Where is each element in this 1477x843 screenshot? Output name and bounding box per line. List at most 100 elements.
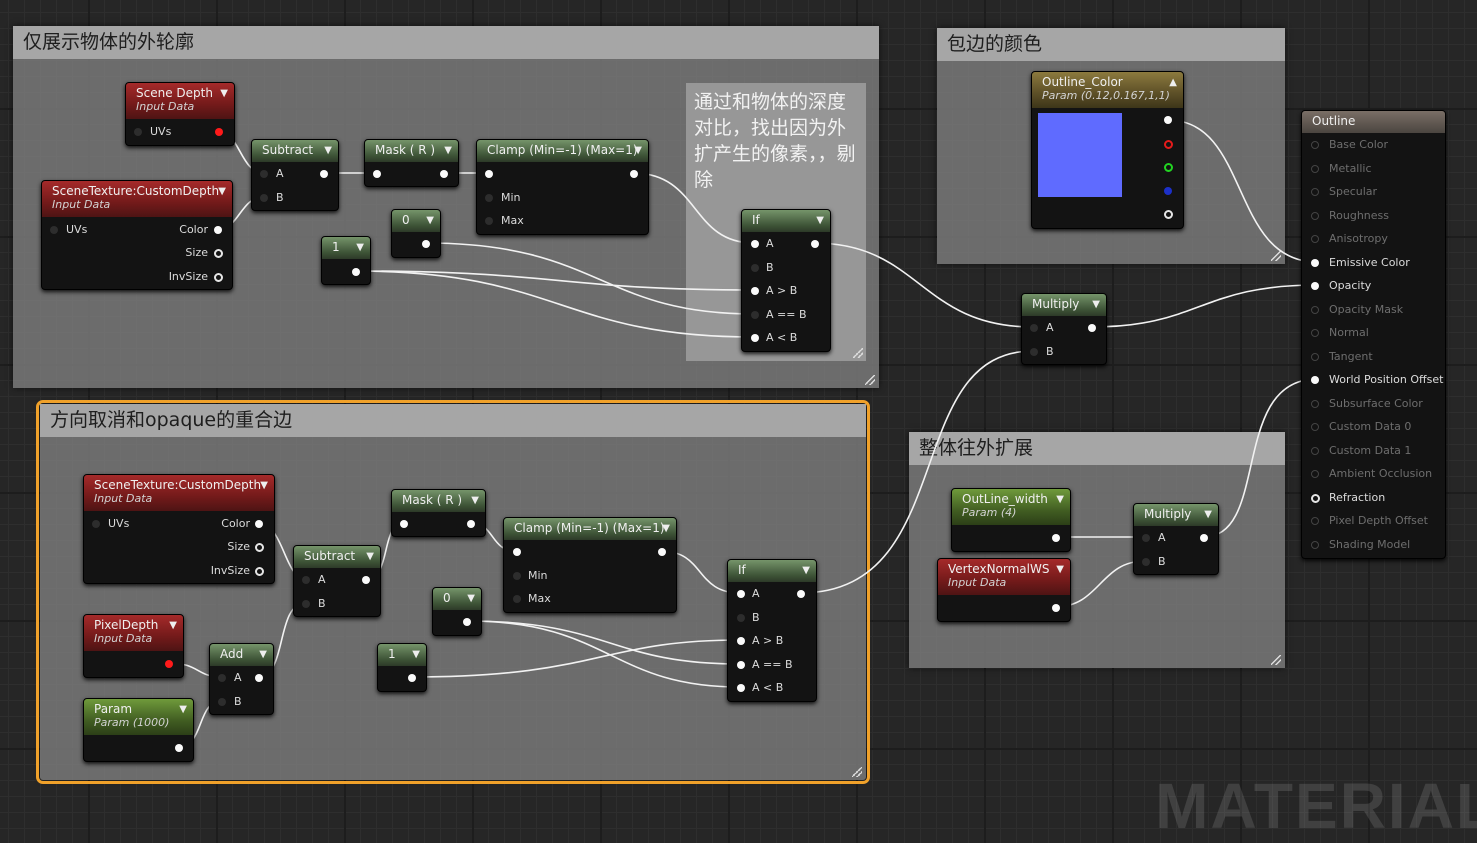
material-input-pin[interactable]	[1311, 423, 1319, 431]
output-pin[interactable]	[175, 744, 183, 752]
output-pin[interactable]	[362, 576, 370, 584]
chevron-down-icon[interactable]: ▼	[356, 242, 364, 253]
input-pin[interactable]	[751, 264, 759, 272]
input-pin[interactable]	[218, 674, 226, 682]
output-pin-g[interactable]	[1164, 163, 1173, 172]
node-header[interactable]: If▼	[742, 210, 830, 232]
resize-handle-icon[interactable]	[1271, 655, 1281, 665]
output-pin[interactable]	[255, 543, 264, 552]
output-pin[interactable]	[214, 226, 222, 234]
material-input-pin[interactable]	[1311, 282, 1319, 290]
output-pin[interactable]	[255, 674, 263, 682]
output-pin[interactable]	[658, 548, 666, 556]
constant-1-node[interactable]: 1▼	[377, 643, 427, 692]
chevron-down-icon[interactable]: ▼	[426, 215, 434, 226]
output-pin[interactable]	[797, 590, 805, 598]
material-input-pin[interactable]	[1311, 211, 1319, 220]
input-pin[interactable]	[513, 548, 521, 556]
resize-handle-icon[interactable]	[853, 348, 863, 358]
node-header[interactable]: 0▼	[392, 210, 440, 232]
output-pin-a[interactable]	[1164, 210, 1173, 219]
output-pin[interactable]	[352, 268, 360, 276]
output-pin[interactable]	[463, 618, 471, 626]
input-pin[interactable]	[1030, 348, 1038, 356]
multiply-node[interactable]: Multiply▼ A B	[1021, 293, 1107, 365]
output-pin[interactable]	[811, 240, 819, 248]
node-header[interactable]: Mask ( R )▼	[392, 490, 485, 512]
input-pin[interactable]	[92, 520, 100, 528]
output-pin-b[interactable]	[1164, 187, 1172, 195]
output-pin[interactable]	[408, 674, 416, 682]
output-pin[interactable]	[255, 567, 264, 576]
input-pin[interactable]	[737, 661, 745, 669]
material-input-pin[interactable]	[1311, 235, 1319, 243]
output-pin[interactable]	[215, 128, 223, 136]
chevron-down-icon[interactable]: ▼	[816, 215, 824, 226]
chevron-down-icon[interactable]: ▼	[467, 593, 475, 604]
mask-r-node[interactable]: Mask ( R )▼	[391, 489, 486, 537]
node-header[interactable]: 1▼	[378, 644, 426, 666]
input-pin[interactable]	[513, 595, 521, 603]
input-pin[interactable]	[737, 614, 745, 622]
output-pin[interactable]	[255, 520, 263, 528]
input-pin[interactable]	[1142, 558, 1150, 566]
output-pin[interactable]	[320, 170, 328, 178]
output-pin[interactable]	[1052, 534, 1060, 542]
resize-handle-icon[interactable]	[1271, 251, 1281, 261]
chevron-down-icon[interactable]: ▼	[444, 145, 452, 156]
material-input-pin[interactable]	[1311, 399, 1319, 408]
chevron-up-icon[interactable]: ▲	[1169, 77, 1177, 88]
output-pin[interactable]	[440, 170, 448, 178]
if-node[interactable]: If▼ A B A > B A == B A < B	[741, 209, 831, 352]
input-pin[interactable]	[737, 684, 745, 692]
node-header[interactable]: Clamp (Min=-1) (Max=1)▼	[477, 140, 648, 162]
node-header[interactable]: Multiply▼	[1134, 504, 1218, 526]
material-input-pin[interactable]	[1311, 329, 1319, 337]
output-pin[interactable]	[1164, 116, 1172, 124]
chevron-down-icon[interactable]: ▼	[366, 551, 374, 562]
output-pin[interactable]	[1200, 534, 1208, 542]
chevron-down-icon[interactable]: ▼	[169, 620, 177, 631]
constant-0-node[interactable]: 0▼	[391, 209, 441, 258]
input-pin[interactable]	[50, 226, 58, 234]
output-pin[interactable]	[214, 273, 223, 282]
input-pin[interactable]	[260, 194, 268, 202]
material-input-pin[interactable]	[1311, 258, 1319, 267]
node-header[interactable]: Subtract▼	[294, 546, 380, 568]
material-input-pin[interactable]	[1311, 141, 1319, 149]
chevron-down-icon[interactable]: ▼	[218, 186, 226, 197]
output-pin[interactable]	[467, 520, 475, 528]
node-header[interactable]: If▼	[728, 560, 816, 582]
node-header[interactable]: 0▼	[433, 588, 481, 610]
input-pin[interactable]	[373, 170, 381, 178]
resize-handle-icon[interactable]	[852, 767, 862, 777]
input-pin[interactable]	[751, 287, 759, 295]
material-input-pin[interactable]	[1311, 517, 1319, 525]
subtract-node[interactable]: Subtract▼ A B	[293, 545, 381, 617]
output-pin[interactable]	[422, 240, 430, 248]
material-input-pin[interactable]	[1311, 164, 1319, 173]
output-pin-r[interactable]	[1164, 140, 1173, 149]
node-header[interactable]: Multiply▼	[1022, 294, 1106, 316]
node-header[interactable]: 1▼	[322, 237, 370, 259]
input-pin[interactable]	[134, 128, 142, 136]
node-header[interactable]: Outline	[1302, 111, 1445, 133]
input-pin[interactable]	[218, 698, 226, 706]
node-header[interactable]: Mask ( R )▼	[365, 140, 458, 162]
output-pin[interactable]	[1052, 604, 1060, 612]
material-input-pin[interactable]	[1311, 188, 1319, 196]
input-pin[interactable]	[737, 590, 745, 598]
material-input-pin[interactable]	[1311, 376, 1319, 384]
input-pin[interactable]	[751, 311, 759, 319]
input-pin[interactable]	[260, 170, 268, 178]
input-pin[interactable]	[1030, 324, 1038, 332]
chevron-down-icon[interactable]: ▼	[324, 145, 332, 156]
